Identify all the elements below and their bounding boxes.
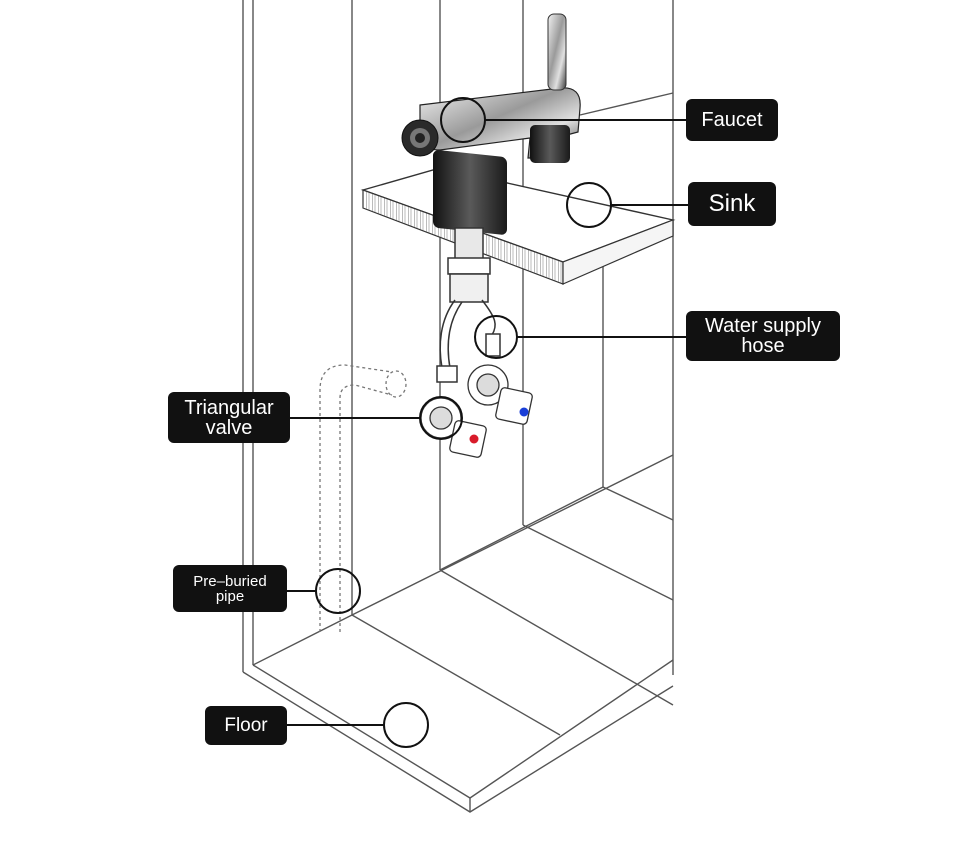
floor-label-text: Floor [224,715,268,736]
pipe-icon [319,364,407,632]
triangular-valve-label-text: Triangular valve [184,396,274,439]
sink-label: Sink [688,182,776,226]
pre-buried-pipe-label: Pre–buried pipe [173,565,287,612]
water-supply-hose-label: Water supply hose [686,311,840,361]
pipe-marker [315,568,361,614]
triangular-valve-label: Triangular valve [168,392,290,443]
water-supply-hose-label-text: Water supply hose [705,315,821,357]
hose-icon [436,227,501,383]
floor-label: Floor [205,706,287,745]
valve-hot-icon [420,397,487,458]
leader-lines [287,97,688,748]
pre-buried-pipe-label-text: Pre–buried pipe [193,572,267,605]
valve-cold-icon [467,364,533,425]
faucet-label-text: Faucet [701,109,763,131]
faucet-label: Faucet [686,99,778,141]
faucet-icon [401,13,581,235]
floor-marker [383,702,429,748]
sink-label-text: Sink [708,190,756,217]
sink-slab [360,167,676,285]
